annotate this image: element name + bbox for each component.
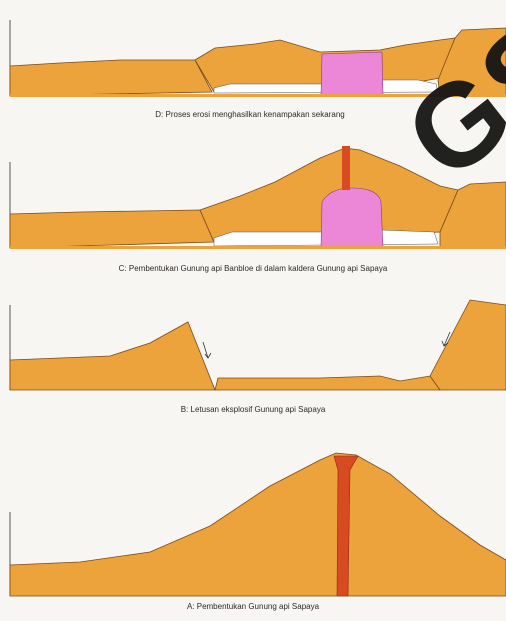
caption-panel-b: B: Letusan eksplosif Gunung api Sapaya xyxy=(0,405,506,414)
panel-d-intrusion xyxy=(321,52,383,96)
panel-a-volcano-cone xyxy=(10,453,506,596)
panel-c-base xyxy=(10,246,506,249)
caption-panel-a: A: Pembentukan Gunung api Sapaya xyxy=(0,602,506,611)
panel-d-ground-left xyxy=(10,60,212,96)
panel-c-intrusion xyxy=(321,188,383,248)
panel-b-rim-right xyxy=(430,300,506,390)
panel-b-fault-arrow-left xyxy=(203,342,211,358)
panel-b xyxy=(10,300,506,390)
caption-panel-c: C: Pembentukan Gunung api Banbloe di dal… xyxy=(0,264,506,273)
panel-b-caldera-floor xyxy=(215,376,440,390)
panel-c-conduit xyxy=(342,146,350,190)
panel-a xyxy=(10,453,506,596)
panel-b-rim-left xyxy=(10,322,215,390)
panel-c-ground-left xyxy=(10,210,214,248)
